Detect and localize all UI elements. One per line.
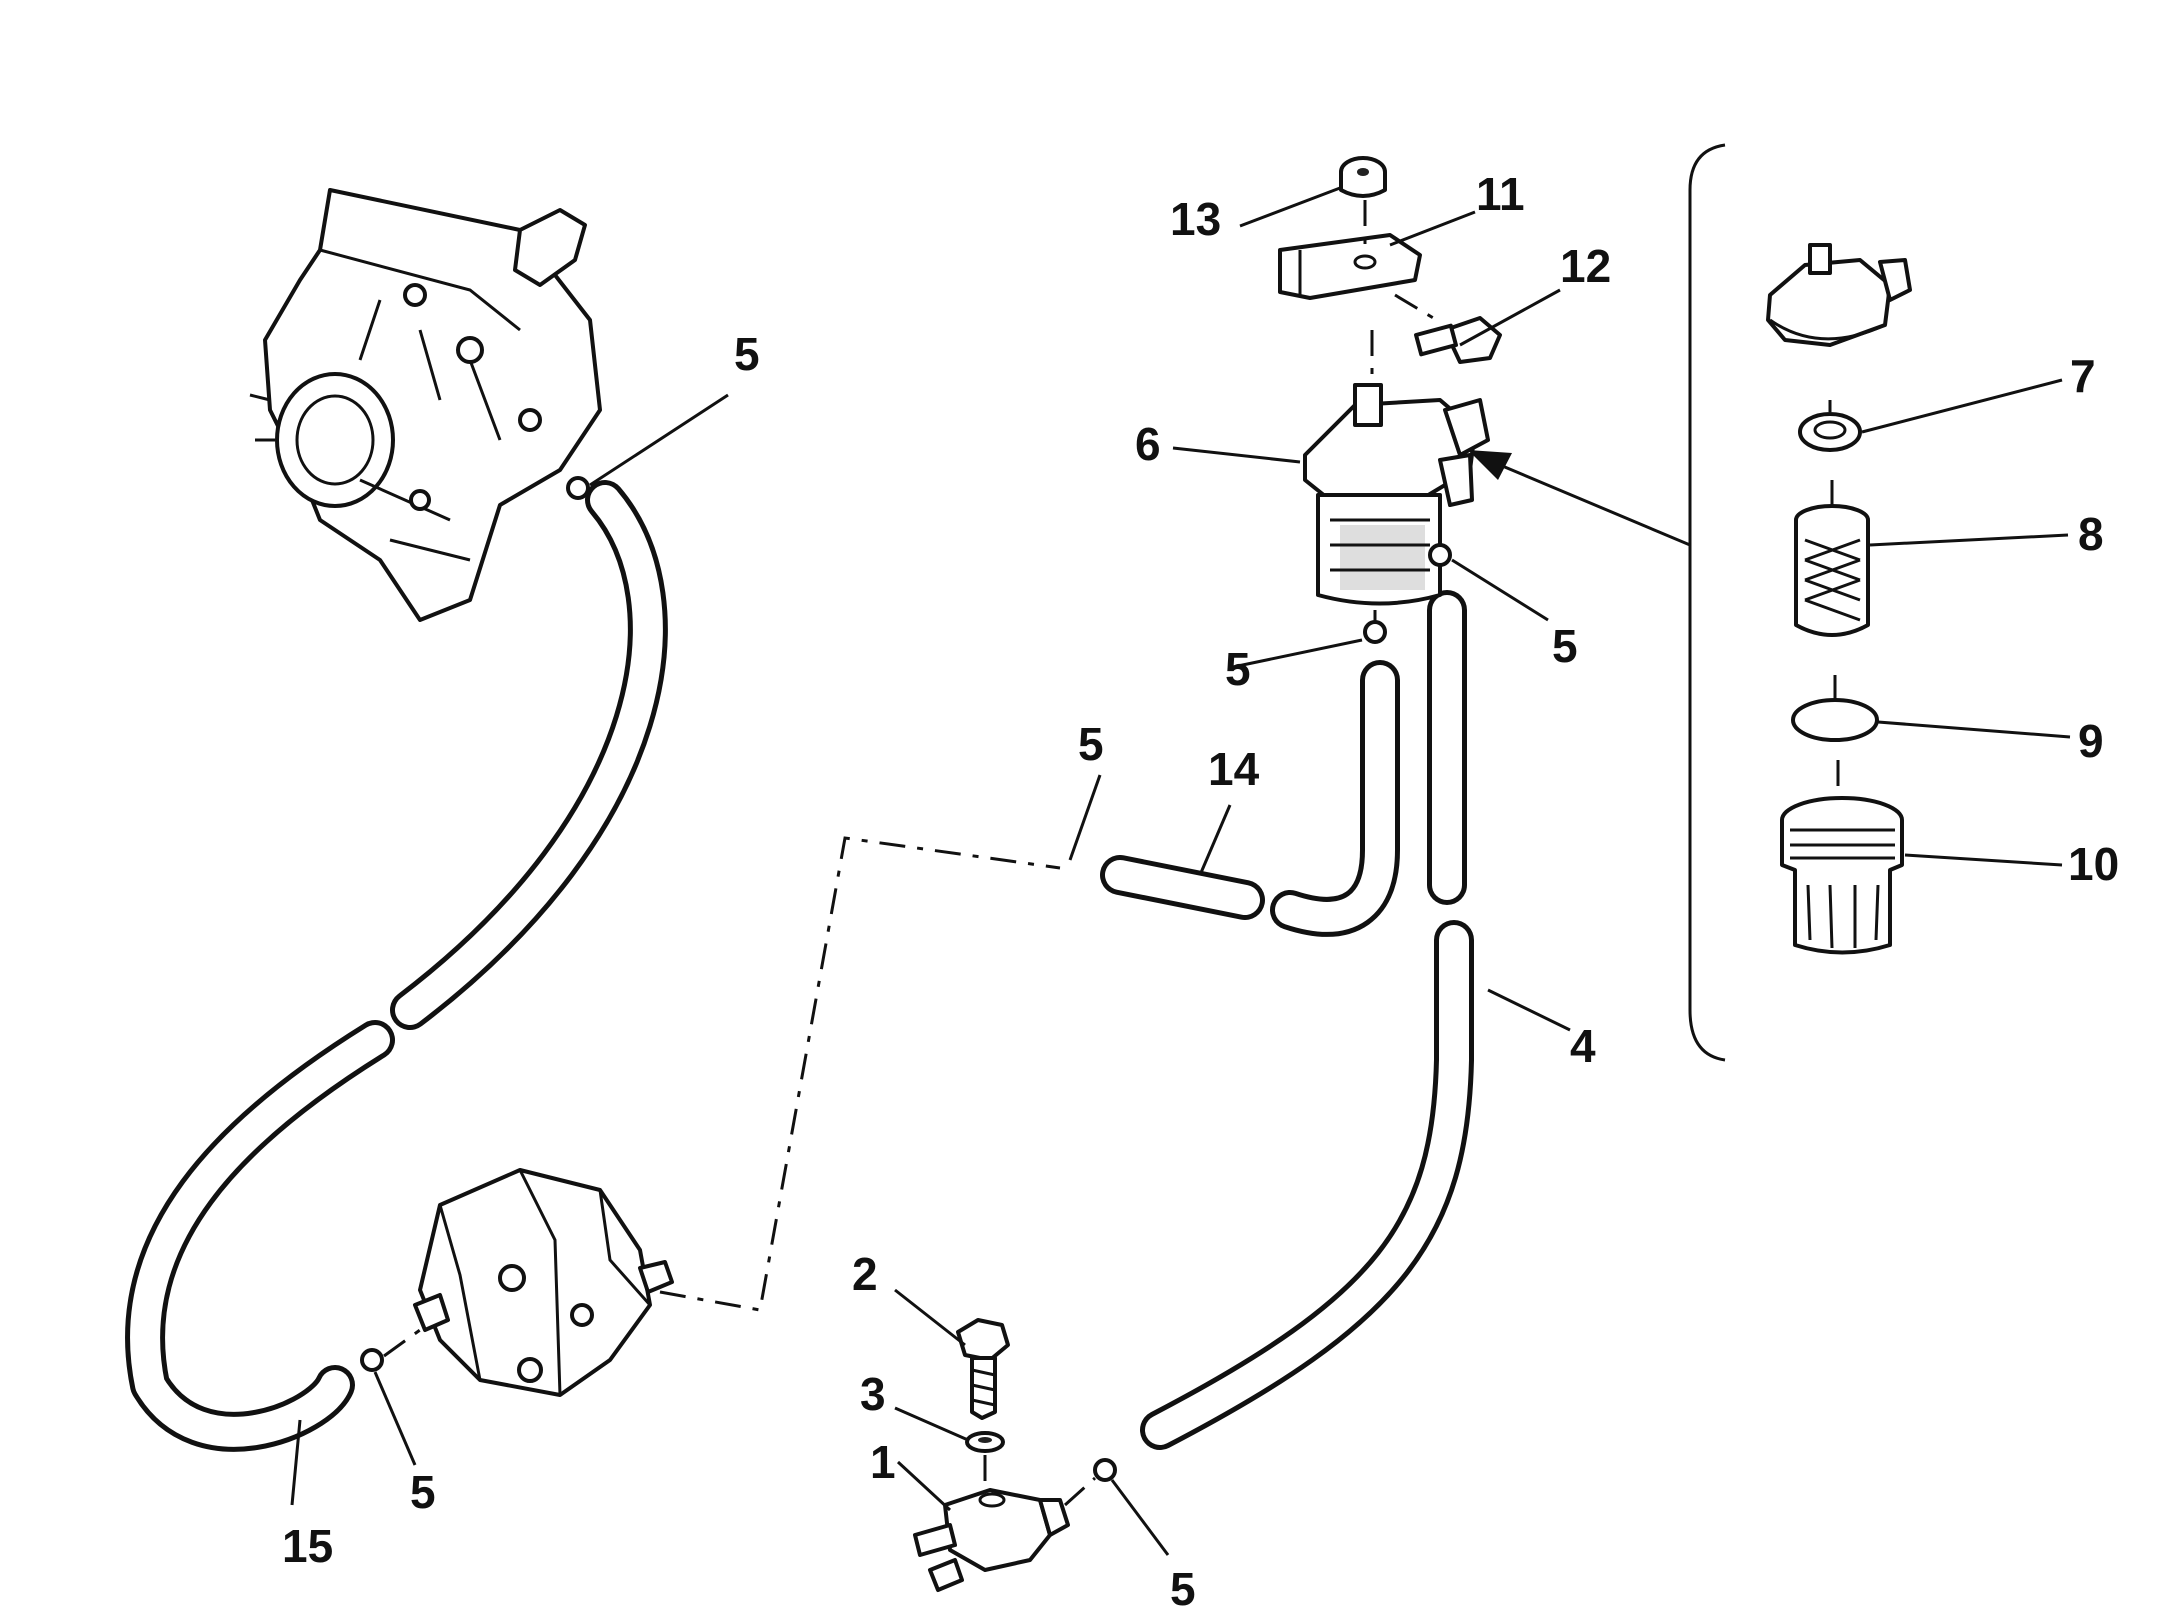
callout-9: 9 (2078, 715, 2104, 767)
bracket (1278, 233, 1422, 300)
hose-clamp-pump (360, 1348, 384, 1372)
pump-clamp-line (383, 1328, 421, 1358)
screw-12-dash (1394, 293, 1441, 324)
detail-bracket (1688, 143, 1726, 1062)
hose-clamp-filter-outlet (1363, 620, 1387, 644)
screw-2 (956, 1318, 1010, 1420)
callout-15: 15 (282, 1520, 333, 1572)
callout-5-hose14: 5 (1078, 718, 1104, 770)
callout-5-connector: 5 (1170, 1563, 1196, 1615)
connector-dash (1063, 1476, 1097, 1507)
callout-12: 12 (1560, 240, 1611, 292)
callout-3: 3 (860, 1368, 886, 1420)
fuel-hose-4 (1140, 590, 1474, 1450)
screw-12 (1414, 316, 1502, 364)
fuel-hose-15 (125, 480, 668, 1452)
gasket (1798, 412, 1862, 452)
fuel-filter-assembly (1303, 383, 1490, 606)
callout-5-filter-outlet: 5 (1225, 643, 1251, 695)
hose-clamp-connector (1093, 1458, 1117, 1482)
fuel-pump (413, 1168, 674, 1397)
callout-11: 11 (1476, 168, 1525, 220)
carburetor (249, 188, 602, 622)
callout-1: 1 (870, 1436, 896, 1488)
callout-5-filter-inlet: 5 (1552, 620, 1578, 672)
callout-8: 8 (2078, 508, 2104, 560)
fuel-connector (913, 1488, 1070, 1592)
o-ring (1791, 698, 1879, 742)
grommet (1339, 156, 1387, 198)
hose-clamp-filter-inlet (1428, 543, 1452, 567)
filter-top (1766, 243, 1912, 347)
fuel-hose-14 (1100, 660, 1400, 937)
washer (965, 1431, 1005, 1453)
callout-6: 6 (1135, 418, 1161, 470)
callout-7: 7 (2070, 350, 2096, 402)
detail-arrow-head (1468, 450, 1512, 480)
callout-14: 14 (1208, 743, 1260, 795)
filter-bowl (1780, 796, 1904, 955)
routing-line (659, 836, 1061, 1312)
callout-10: 10 (2068, 838, 2119, 890)
callout-5-carb: 5 (734, 328, 760, 380)
callout-13: 13 (1170, 193, 1221, 245)
callout-5-pump: 5 (410, 1466, 436, 1518)
callouts: 5 13 11 12 6 5 5 7 8 9 10 4 5 14 5 15 2 … (282, 168, 2119, 1615)
callout-4: 4 (1570, 1020, 1596, 1072)
hose-clamp-carb (566, 476, 590, 500)
filter-element (1794, 504, 1870, 637)
callout-2: 2 (852, 1248, 878, 1300)
detail-arrow-line (1499, 463, 1691, 547)
leader-lines (290, 186, 2071, 1556)
